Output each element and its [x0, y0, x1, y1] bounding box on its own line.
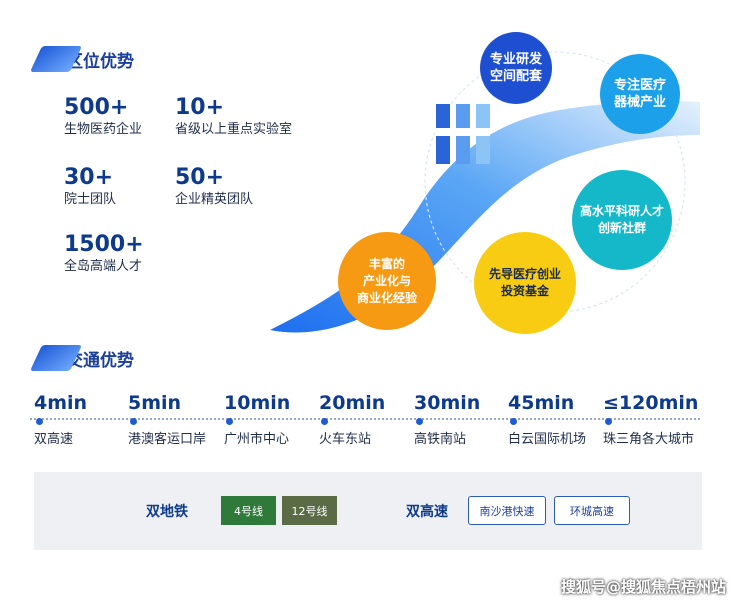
timeline-time: 10min: [224, 392, 291, 414]
highway-label: 双高速: [406, 504, 448, 520]
stat-number: 10+: [175, 95, 225, 120]
metro-line-12-badge: 12号线: [282, 496, 337, 525]
timeline-destination: 港澳客运口岸: [128, 432, 207, 447]
stat-label: 全岛高端人才: [64, 259, 143, 274]
timeline-dot: [510, 418, 517, 425]
location-title: 区位优势: [66, 51, 134, 72]
timeline-item: 30min 高铁南站: [414, 392, 481, 447]
bubble-industry-experience: 丰富的 产业化与 商业化经验: [338, 232, 436, 330]
logo-mark: [436, 104, 490, 164]
stat-label: 省级以上重点实验室: [175, 122, 293, 137]
timeline-destination: 高铁南站: [414, 432, 467, 447]
timeline-line: [30, 418, 700, 420]
timeline-destination: 白云国际机场: [508, 432, 587, 447]
transport-header: 交通优势: [29, 345, 134, 371]
timeline-dot: [130, 418, 137, 425]
stat-item: 500+ 生物医药企业: [64, 95, 142, 139]
stat-item: 10+ 省级以上重点实验室: [175, 95, 292, 139]
timeline-destination: 双高速: [34, 432, 74, 447]
stat-label: 生物医药企业: [64, 122, 143, 137]
stat-item: 30+ 院士团队: [64, 165, 116, 209]
subway-label: 双地铁: [146, 504, 188, 520]
stat-number: 1500+: [64, 232, 144, 257]
transport-title: 交通优势: [66, 350, 134, 371]
timeline-destination: 广州市中心: [224, 432, 290, 447]
timeline-dot: [36, 418, 43, 425]
timeline-time: ≤120min: [603, 392, 699, 414]
stat-item: 1500+ 全岛高端人才: [64, 232, 144, 276]
bubble-venture-fund: 先导医疗创业 投资基金: [474, 232, 576, 334]
bubble-medical-device: 专注医疗 器械产业: [600, 54, 680, 134]
timeline-time: 20min: [319, 392, 386, 414]
timeline-dot: [605, 418, 612, 425]
timeline-time: 30min: [414, 392, 481, 414]
timeline-item: 45min 白云国际机场: [508, 392, 586, 447]
bubble-research-talent: 高水平科研人才 创新社群: [572, 170, 672, 270]
stat-number: 500+: [64, 95, 129, 120]
timeline-item: 5min 港澳客运口岸: [128, 392, 206, 447]
bubble-rd-space: 专业研发 空间配套: [480, 32, 552, 104]
timeline-time: 4min: [34, 392, 88, 414]
metro-highway-panel: 双地铁 4号线 12号线 双高速 南沙港快速 环城高速: [34, 472, 702, 550]
stat-number: 50+: [175, 165, 225, 190]
timeline-time: 45min: [508, 392, 575, 414]
timeline-item: ≤120min 珠三角各大城市: [603, 392, 699, 447]
timeline-dot: [416, 418, 423, 425]
stat-label: 企业精英团队: [175, 192, 254, 207]
highway-badge-nansha: 南沙港快速: [468, 496, 546, 525]
timeline-dot: [226, 418, 233, 425]
timeline-item: 20min 火车东站: [319, 392, 386, 447]
metro-line-4-badge: 4号线: [221, 496, 276, 525]
stat-item: 50+ 企业精英团队: [175, 165, 253, 209]
timeline-destination: 珠三角各大城市: [603, 432, 695, 447]
highway-badge-ring: 环城高速: [554, 496, 630, 525]
location-header: 区位优势: [29, 46, 134, 72]
timeline-destination: 火车东站: [319, 432, 372, 447]
stat-number: 30+: [64, 165, 114, 190]
timeline-item: 10min 广州市中心: [224, 392, 291, 447]
stat-label: 院士团队: [64, 192, 117, 207]
watermark-text: 搜狐号@搜狐焦点梧州站: [560, 578, 726, 596]
timeline-dot: [321, 418, 328, 425]
timeline-item: 4min 双高速: [34, 392, 88, 447]
timeline-time: 5min: [128, 392, 182, 414]
